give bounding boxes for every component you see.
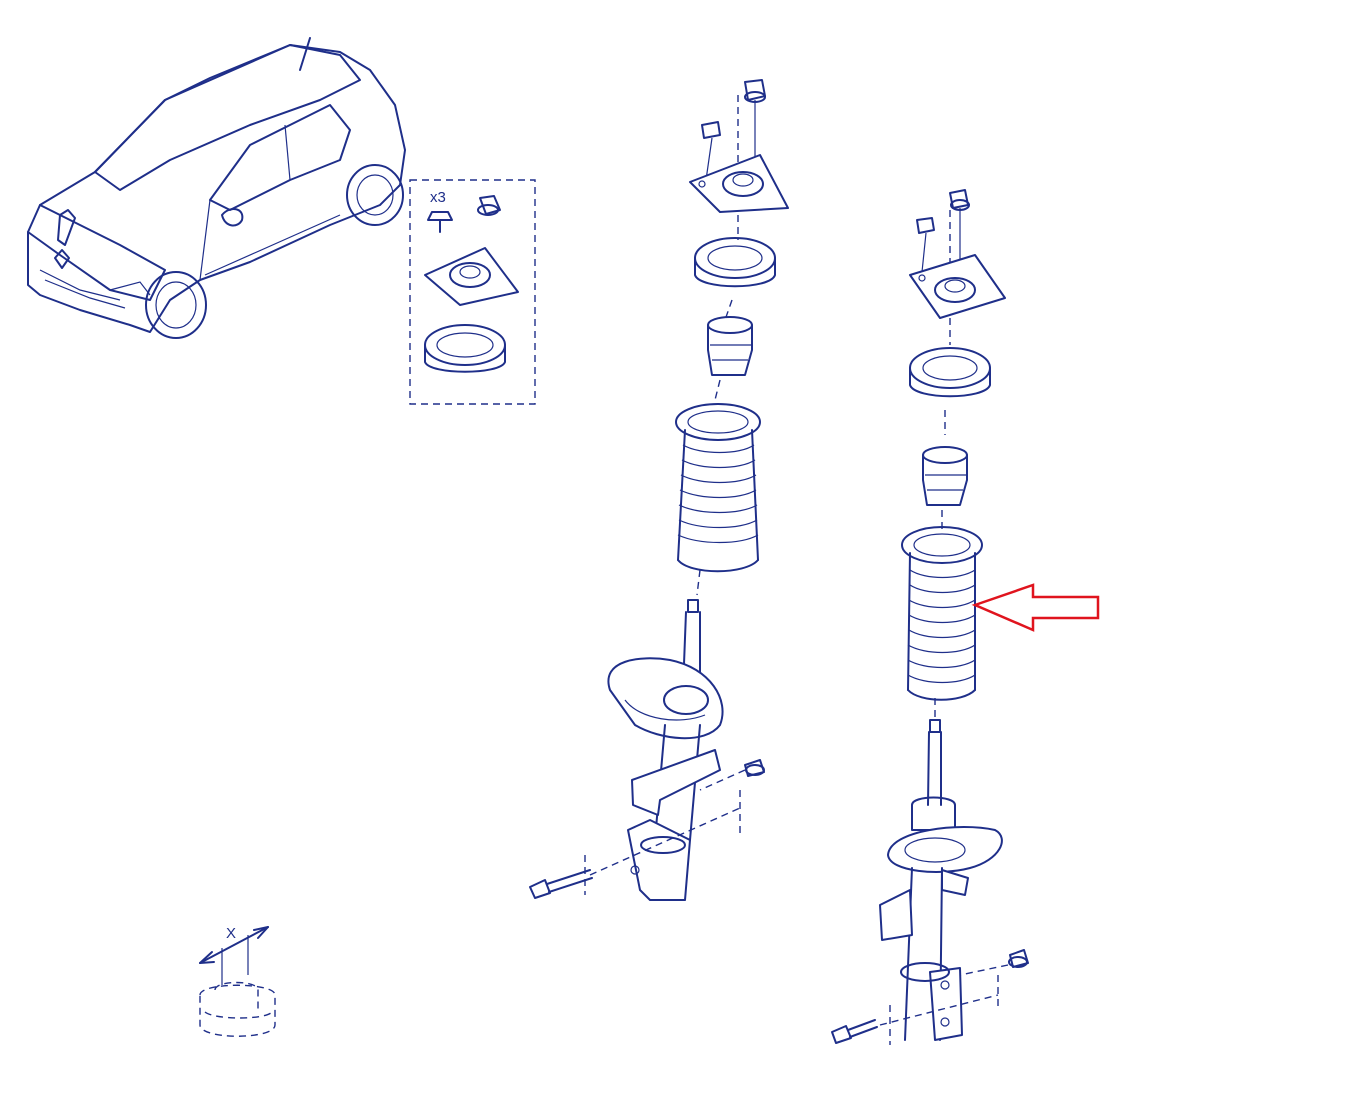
kit-bolt-icon [427, 211, 453, 233]
right-lower-bolt-icon [831, 975, 999, 1045]
left-bump-stop-icon [707, 316, 753, 376]
right-mount-plate-icon [909, 254, 1006, 319]
left-lower-bolt-icon [529, 790, 741, 899]
quantity-label: x3 [430, 189, 446, 206]
left-mount-plate-icon [689, 154, 789, 213]
replacement-kit-box: x3 [409, 179, 536, 405]
arrow-left-icon [971, 583, 1100, 632]
kit-nut-icon [477, 195, 501, 216]
right-dust-boot-icon [901, 526, 983, 701]
car-outline-icon [27, 37, 406, 339]
right-strut-body-icon [879, 867, 969, 1041]
right-strut-assembly [831, 189, 1029, 1045]
right-bearing-icon [909, 347, 991, 398]
kit-bearing-icon [424, 324, 506, 373]
right-small-bolt-icon [916, 217, 935, 273]
right-side-nut-icon [959, 949, 1029, 976]
left-small-bolt-icon [701, 121, 721, 181]
dimension-label: X [226, 925, 236, 942]
left-strut-assembly [529, 79, 789, 901]
left-bearing-icon [694, 237, 776, 288]
left-spring-seat-icon [607, 657, 724, 740]
left-side-nut-icon [699, 759, 765, 791]
right-bump-stop-icon [922, 446, 968, 506]
kit-mount-plate-icon [424, 247, 519, 306]
right-piston-rod-icon [927, 719, 942, 806]
left-strut-body-icon [627, 724, 721, 901]
nut-dimension-detail: X [199, 925, 276, 1037]
left-dust-boot-icon [675, 403, 761, 573]
right-spring-seat-icon [887, 796, 1003, 873]
